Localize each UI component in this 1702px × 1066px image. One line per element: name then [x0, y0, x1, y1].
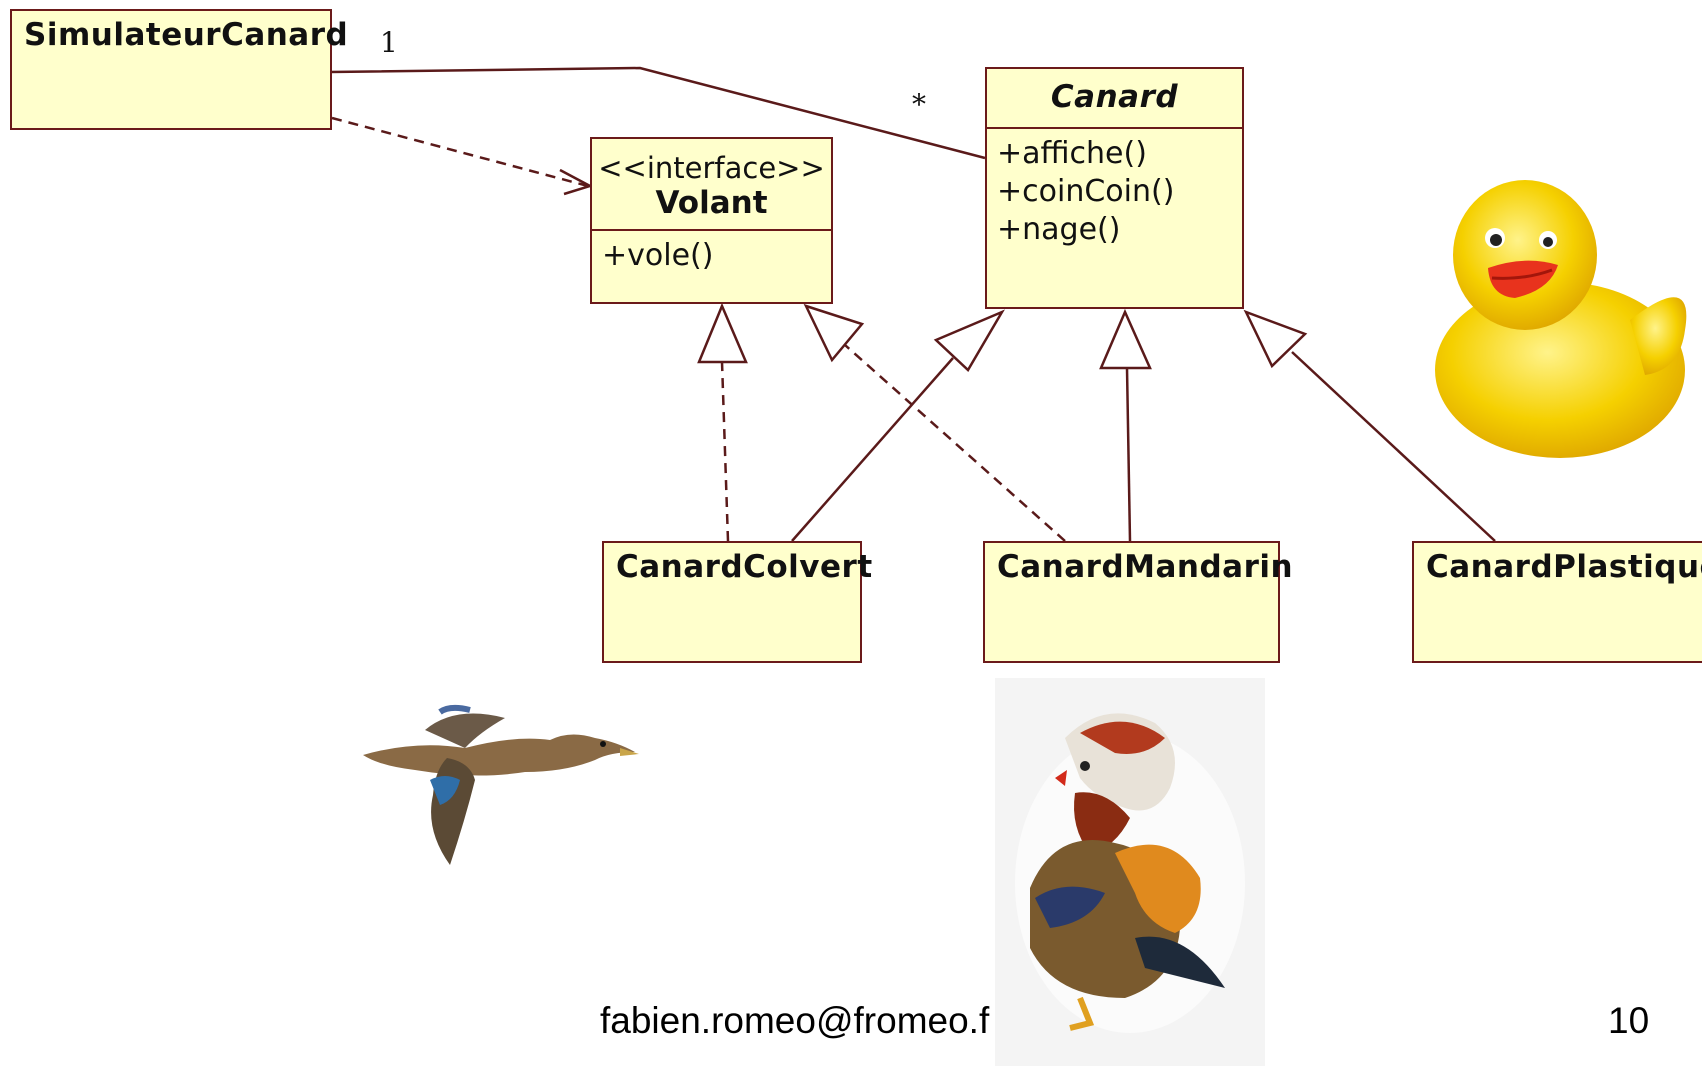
class-name: SimulateurCanard — [24, 17, 349, 53]
multiplicity-source: 1 — [380, 26, 398, 59]
generalization-line-colvert — [791, 357, 954, 542]
class-canard: Canard +affiche() +coinCoin() +nage() — [985, 67, 1244, 309]
mandarin-duck-picture — [995, 678, 1265, 1066]
class-name: CanardPlastique — [1426, 549, 1702, 585]
interface-name: Volant — [655, 185, 768, 221]
operations-list: +vole() — [592, 231, 831, 281]
generalization-line-plastique — [1291, 351, 1496, 542]
class-name: CanardMandarin — [997, 549, 1294, 585]
generalization-arrowhead-plastique — [1243, 309, 1308, 369]
dependency-line — [331, 116, 589, 188]
operations-list: +affiche() +coinCoin() +nage() — [987, 129, 1242, 255]
page-number: 10 — [1608, 1000, 1650, 1041]
compartment-divider — [592, 229, 831, 231]
class-simulateur-canard: SimulateurCanard — [10, 9, 349, 130]
footer-email: fabien.romeo@fromeo.f — [600, 1000, 990, 1041]
flying-mallard-picture — [363, 704, 639, 865]
interface-volant: <<interface>> Volant +vole() — [590, 137, 833, 304]
generalization-line-mandarin — [1125, 367, 1132, 542]
class-canard-colvert: CanardColvert — [602, 541, 873, 663]
realization-arrowhead-colvert — [697, 302, 748, 364]
stereotype-label: <<interface>> — [598, 151, 825, 185]
realization-line-mandarin — [844, 344, 1066, 542]
association-line — [329, 66, 986, 160]
operation: +vole() — [602, 238, 714, 273]
realization-arrowhead-mandarin — [803, 303, 865, 363]
generalization-arrowhead-mandarin — [1099, 308, 1152, 370]
dependency-arrowhead — [559, 168, 594, 196]
class-name: Canard — [1050, 79, 1179, 115]
multiplicity-target: * — [912, 88, 926, 121]
class-canard-mandarin: CanardMandarin — [983, 541, 1294, 663]
class-name: CanardColvert — [616, 549, 873, 585]
compartment-divider — [987, 127, 1242, 129]
realization-line-colvert — [720, 361, 730, 542]
operation: +coinCoin() — [997, 174, 1175, 209]
operation: +nage() — [997, 212, 1121, 247]
operation: +affiche() — [997, 136, 1147, 171]
class-canard-plastique: CanardPlastique — [1412, 541, 1702, 663]
generalization-arrowhead-colvert — [933, 309, 1005, 372]
rubber-duck-picture — [1435, 180, 1687, 458]
